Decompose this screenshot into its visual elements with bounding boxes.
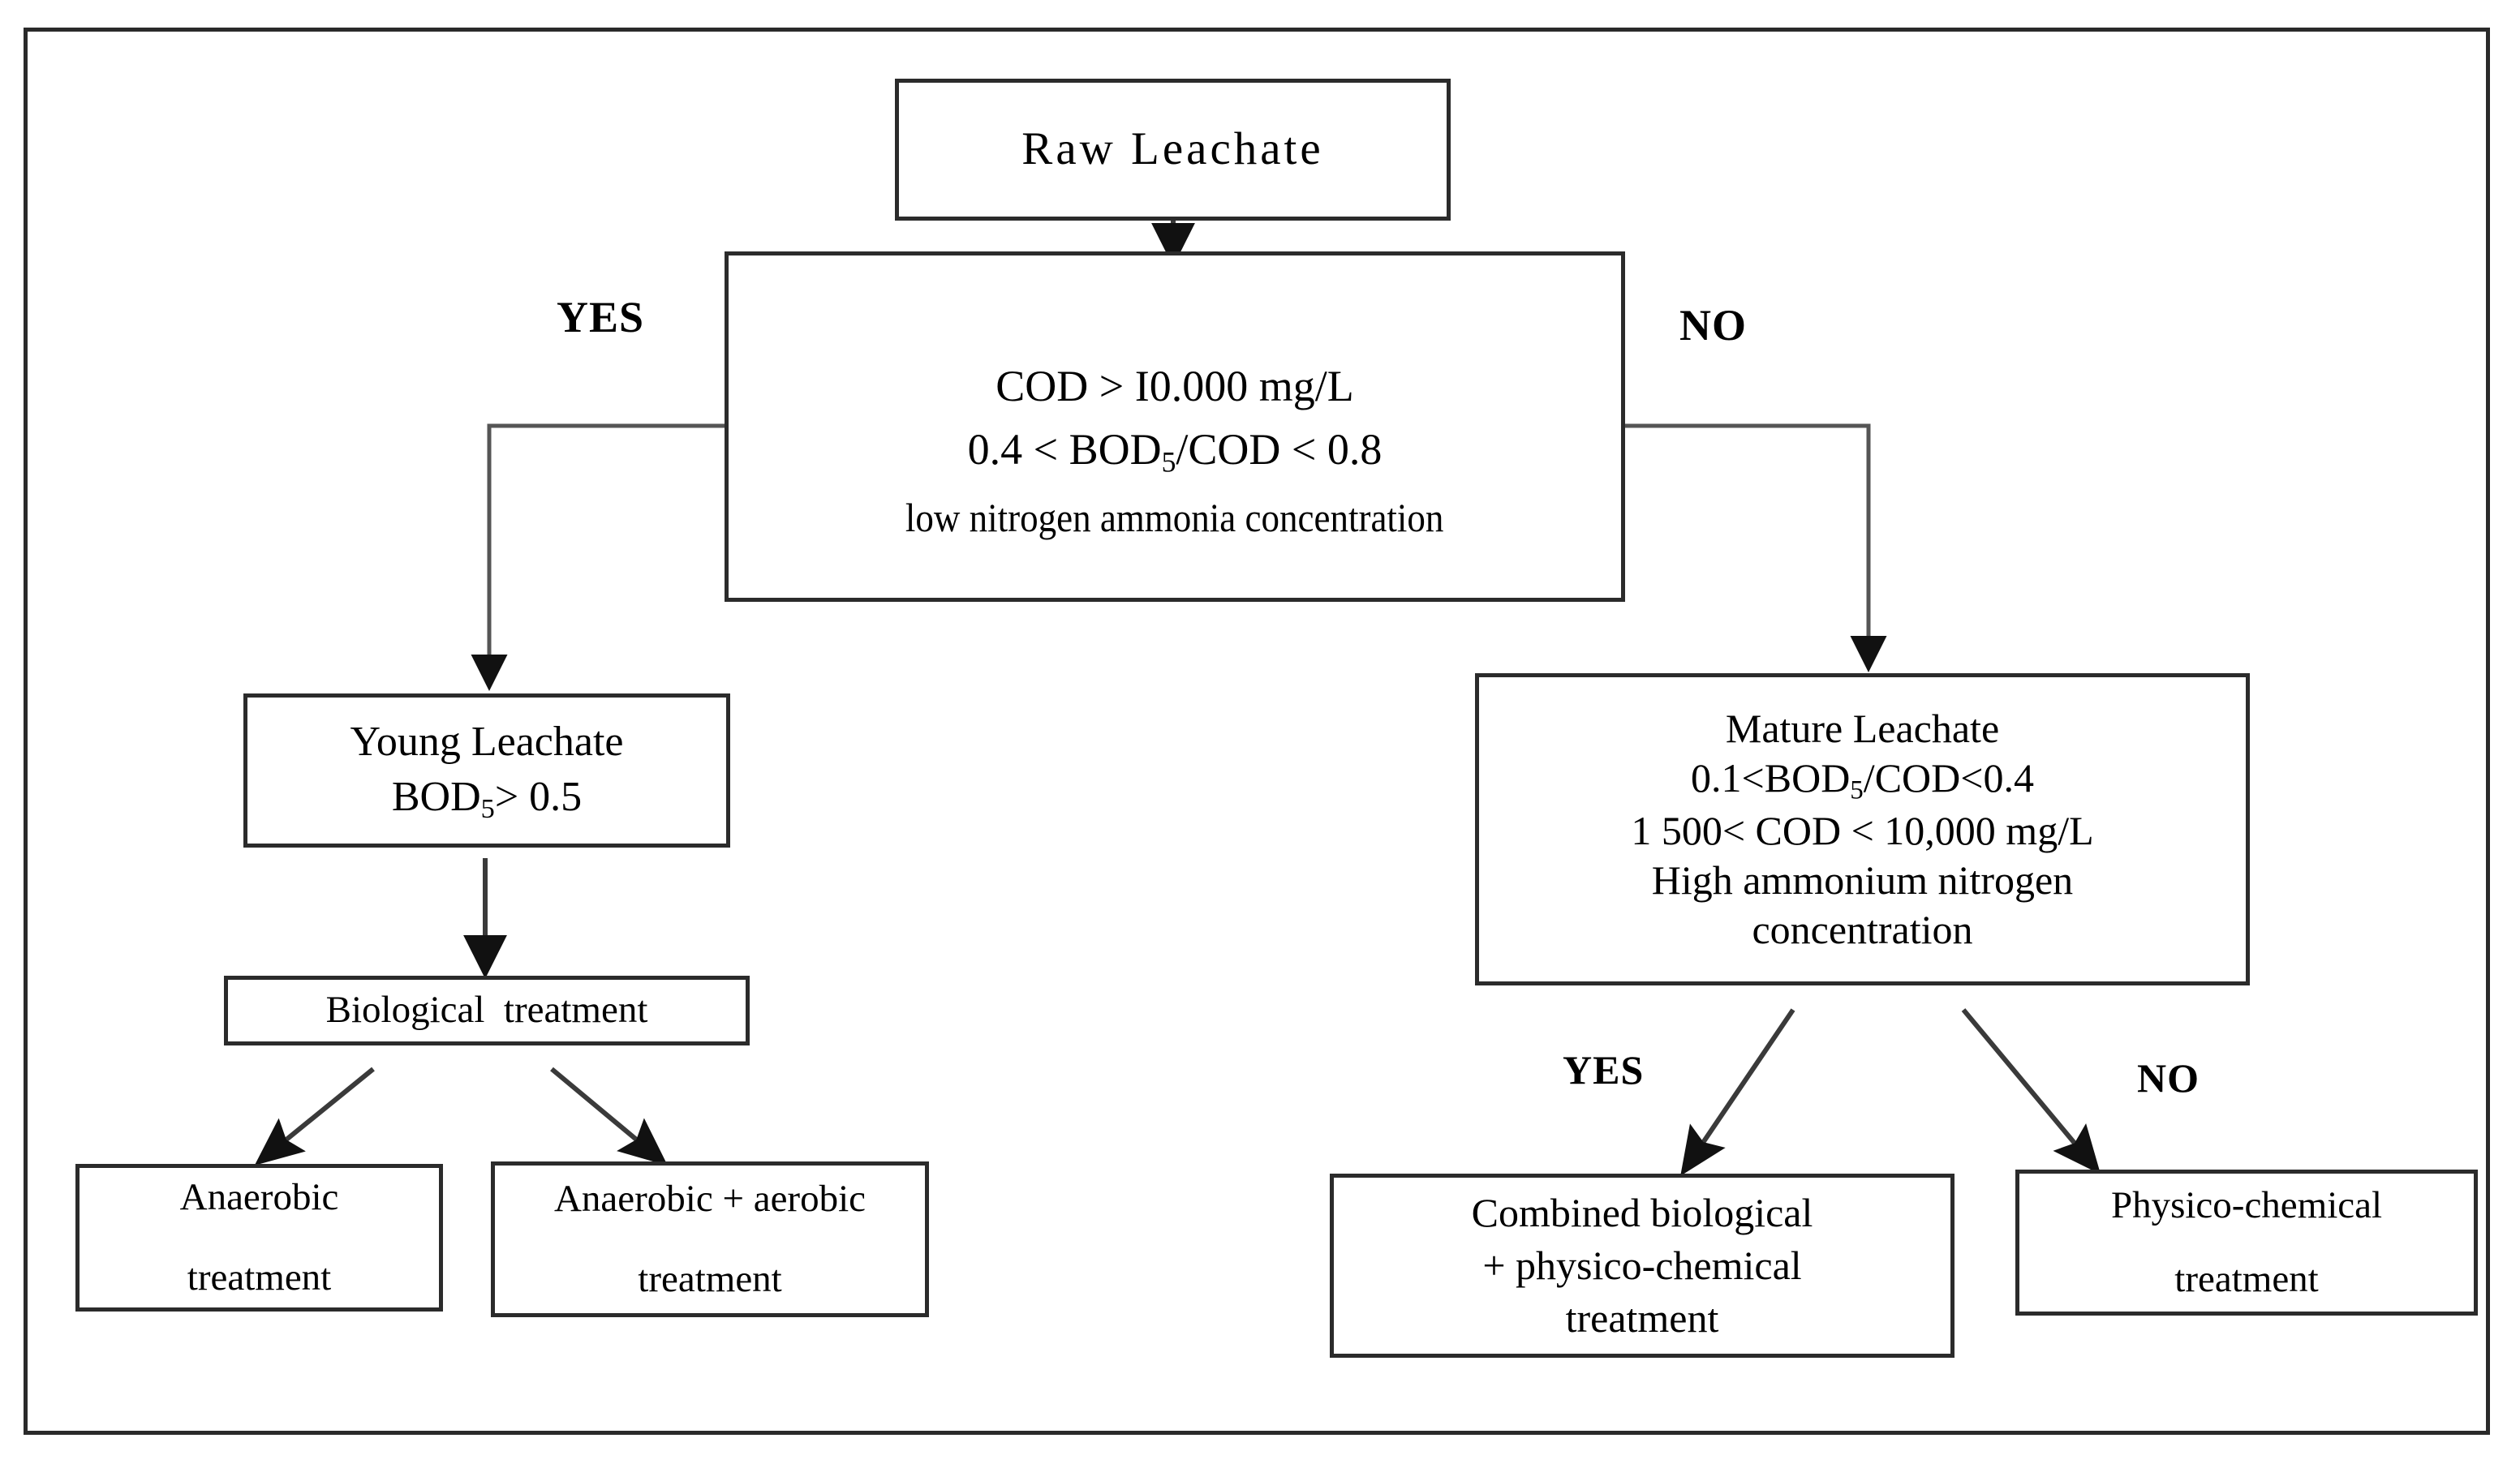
mature-condition-1: 0.1<BOD5/COD<0.4 bbox=[1691, 753, 2034, 807]
young-condition-suffix: > 0.5 bbox=[494, 773, 583, 820]
node-biological-treatment-label: Biological treatment bbox=[325, 989, 648, 1032]
node-mature-leachate[interactable]: Mature Leachate 0.1<BOD5/COD<0.4 1 500< … bbox=[1475, 673, 2250, 985]
mature-condition-1-suffix: /COD<0.4 bbox=[1863, 754, 2034, 801]
node-anaerobic-aerobic-treatment-line2: treatment bbox=[638, 1258, 782, 1300]
node-anaerobic-treatment-line1: Anaerobic bbox=[179, 1175, 339, 1218]
node-physico-chemical-treatment[interactable]: Physico-chemical treatment bbox=[2015, 1170, 2478, 1316]
decision-condition-2-subscript: 5 bbox=[1161, 445, 1176, 479]
node-anaerobic-treatment[interactable]: Anaerobic treatment bbox=[75, 1164, 443, 1312]
branch-label-no-bottom: NO bbox=[2137, 1055, 2200, 1101]
node-combined-treatment-line1: Combined biological bbox=[1471, 1190, 1813, 1235]
node-combined-treatment-line3: treatment bbox=[1565, 1295, 1719, 1341]
decision-condition-2-suffix: /COD < 0.8 bbox=[1176, 424, 1383, 474]
node-raw-leachate[interactable]: Raw Leachate bbox=[895, 79, 1451, 221]
mature-condition-4: concentration bbox=[1752, 907, 1973, 953]
mature-condition-1-subscript: 5 bbox=[1850, 775, 1864, 805]
branch-label-no-top: NO bbox=[1679, 301, 1747, 350]
node-biological-treatment[interactable]: Biological treatment bbox=[224, 976, 750, 1045]
mature-condition-1-prefix: 0.1<BOD bbox=[1691, 754, 1851, 801]
node-raw-leachate-label: Raw Leachate bbox=[1021, 123, 1324, 175]
branch-label-yes-bottom: YES bbox=[1563, 1047, 1645, 1093]
node-combined-treatment[interactable]: Combined biological + physico-chemical t… bbox=[1330, 1174, 1955, 1358]
node-young-leachate-condition: BOD5> 0.5 bbox=[392, 770, 582, 827]
node-anaerobic-aerobic-treatment-line1: Anaerobic + aerobic bbox=[553, 1177, 867, 1220]
decision-condition-2: 0.4 < BOD5/COD < 0.8 bbox=[875, 421, 1473, 481]
node-mature-leachate-title: Mature Leachate bbox=[1725, 705, 2000, 751]
decision-condition-3: low nitrogen ammonia concentration bbox=[905, 495, 1444, 541]
node-anaerobic-treatment-line2: treatment bbox=[187, 1256, 332, 1299]
decision-condition-1: COD > I0.000 mg/L bbox=[996, 361, 1354, 410]
node-anaerobic-aerobic-treatment[interactable]: Anaerobic + aerobic treatment bbox=[491, 1161, 929, 1317]
mature-condition-3: High ammonium nitrogen bbox=[1651, 857, 2074, 904]
branch-label-yes-top: YES bbox=[557, 293, 645, 341]
node-physico-chemical-treatment-line1: Physico-chemical bbox=[2110, 1183, 2383, 1226]
node-decision-criteria[interactable]: COD > I0.000 mg/L 0.4 < BOD5/COD < 0.8 l… bbox=[725, 251, 1625, 602]
young-condition-prefix: BOD bbox=[391, 773, 481, 820]
node-young-leachate[interactable]: Young Leachate BOD5> 0.5 bbox=[243, 693, 730, 848]
node-combined-treatment-line2: + physico-chemical bbox=[1482, 1243, 1802, 1288]
mature-condition-2: 1 500< COD < 10,000 mg/L bbox=[1631, 808, 2094, 854]
young-condition-subscript: 5 bbox=[480, 792, 495, 824]
decision-condition-2-prefix: 0.4 < BOD bbox=[967, 424, 1162, 474]
node-young-leachate-title: Young Leachate bbox=[350, 718, 624, 765]
node-physico-chemical-treatment-line2: treatment bbox=[2174, 1258, 2319, 1300]
